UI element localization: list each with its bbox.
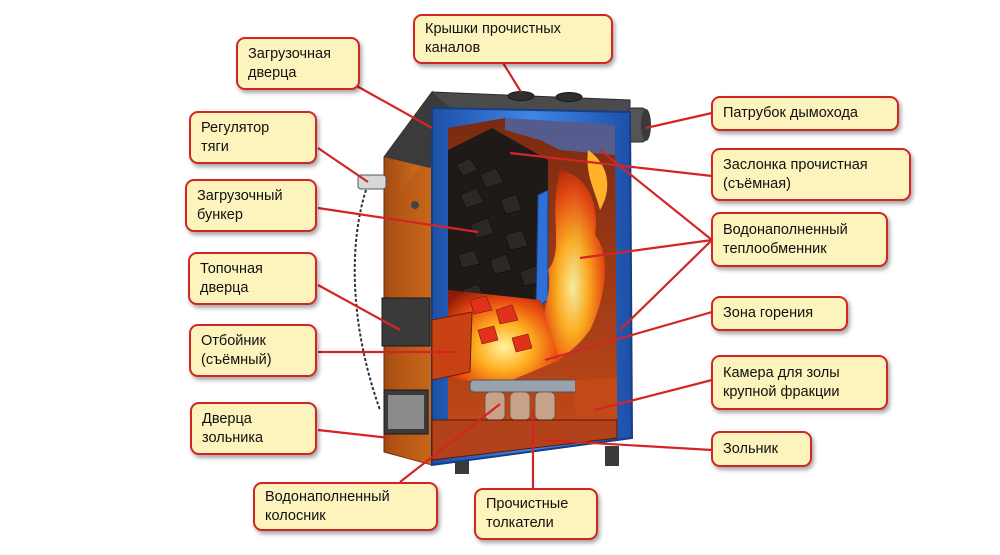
chimney-pipe-end <box>641 109 651 141</box>
label-combustion-zone: Зона горения <box>711 296 848 331</box>
label-firebox-door: Топочная дверца <box>188 252 317 305</box>
heat-exchanger-plate <box>536 190 548 308</box>
label-loading-bunker: Загрузочный бункер <box>185 179 317 232</box>
label-cleaning-pushers: Прочистные толкатели <box>474 488 598 540</box>
label-cleaning-covers: Крышки прочистных каналов <box>413 14 613 64</box>
label-draft-regulator: Регулятор тяги <box>189 111 317 164</box>
deflector <box>432 312 472 380</box>
boiler-leg <box>605 446 619 466</box>
label-loading-door: Загрузочная дверца <box>236 37 360 90</box>
ash-pit <box>432 420 617 460</box>
coarse-ash-chamber <box>575 378 617 420</box>
label-deflector: Отбойник (съёмный) <box>189 324 317 377</box>
cleaning-cover <box>556 93 582 102</box>
cleaning-cover <box>508 92 534 101</box>
ash-door-panel <box>388 395 424 429</box>
label-coarse-ash-chamber: Камера для золы крупной фракции <box>711 355 888 410</box>
label-water-grate: Водонаполненный колосник <box>253 482 438 531</box>
firebox-door <box>382 298 430 346</box>
label-ash-pit: Зольник <box>711 431 812 467</box>
draft-regulator-knob <box>411 201 419 209</box>
leader-chimney-pipe <box>646 113 712 128</box>
label-heat-exchanger: Водонаполненный теплообменник <box>711 212 888 267</box>
label-ash-door: Дверца зольника <box>190 402 317 455</box>
regulator-chain <box>355 190 380 410</box>
label-chimney-pipe: Патрубок дымохода <box>711 96 899 131</box>
cleaning-pushers <box>485 392 555 420</box>
leader-ash-door <box>318 430 390 438</box>
label-cleaning-damper: Заслонка прочистная (съёмная) <box>711 148 911 201</box>
leader-loading-door <box>355 85 432 128</box>
leader-draft-regulator <box>318 148 368 182</box>
water-grate <box>470 380 580 392</box>
